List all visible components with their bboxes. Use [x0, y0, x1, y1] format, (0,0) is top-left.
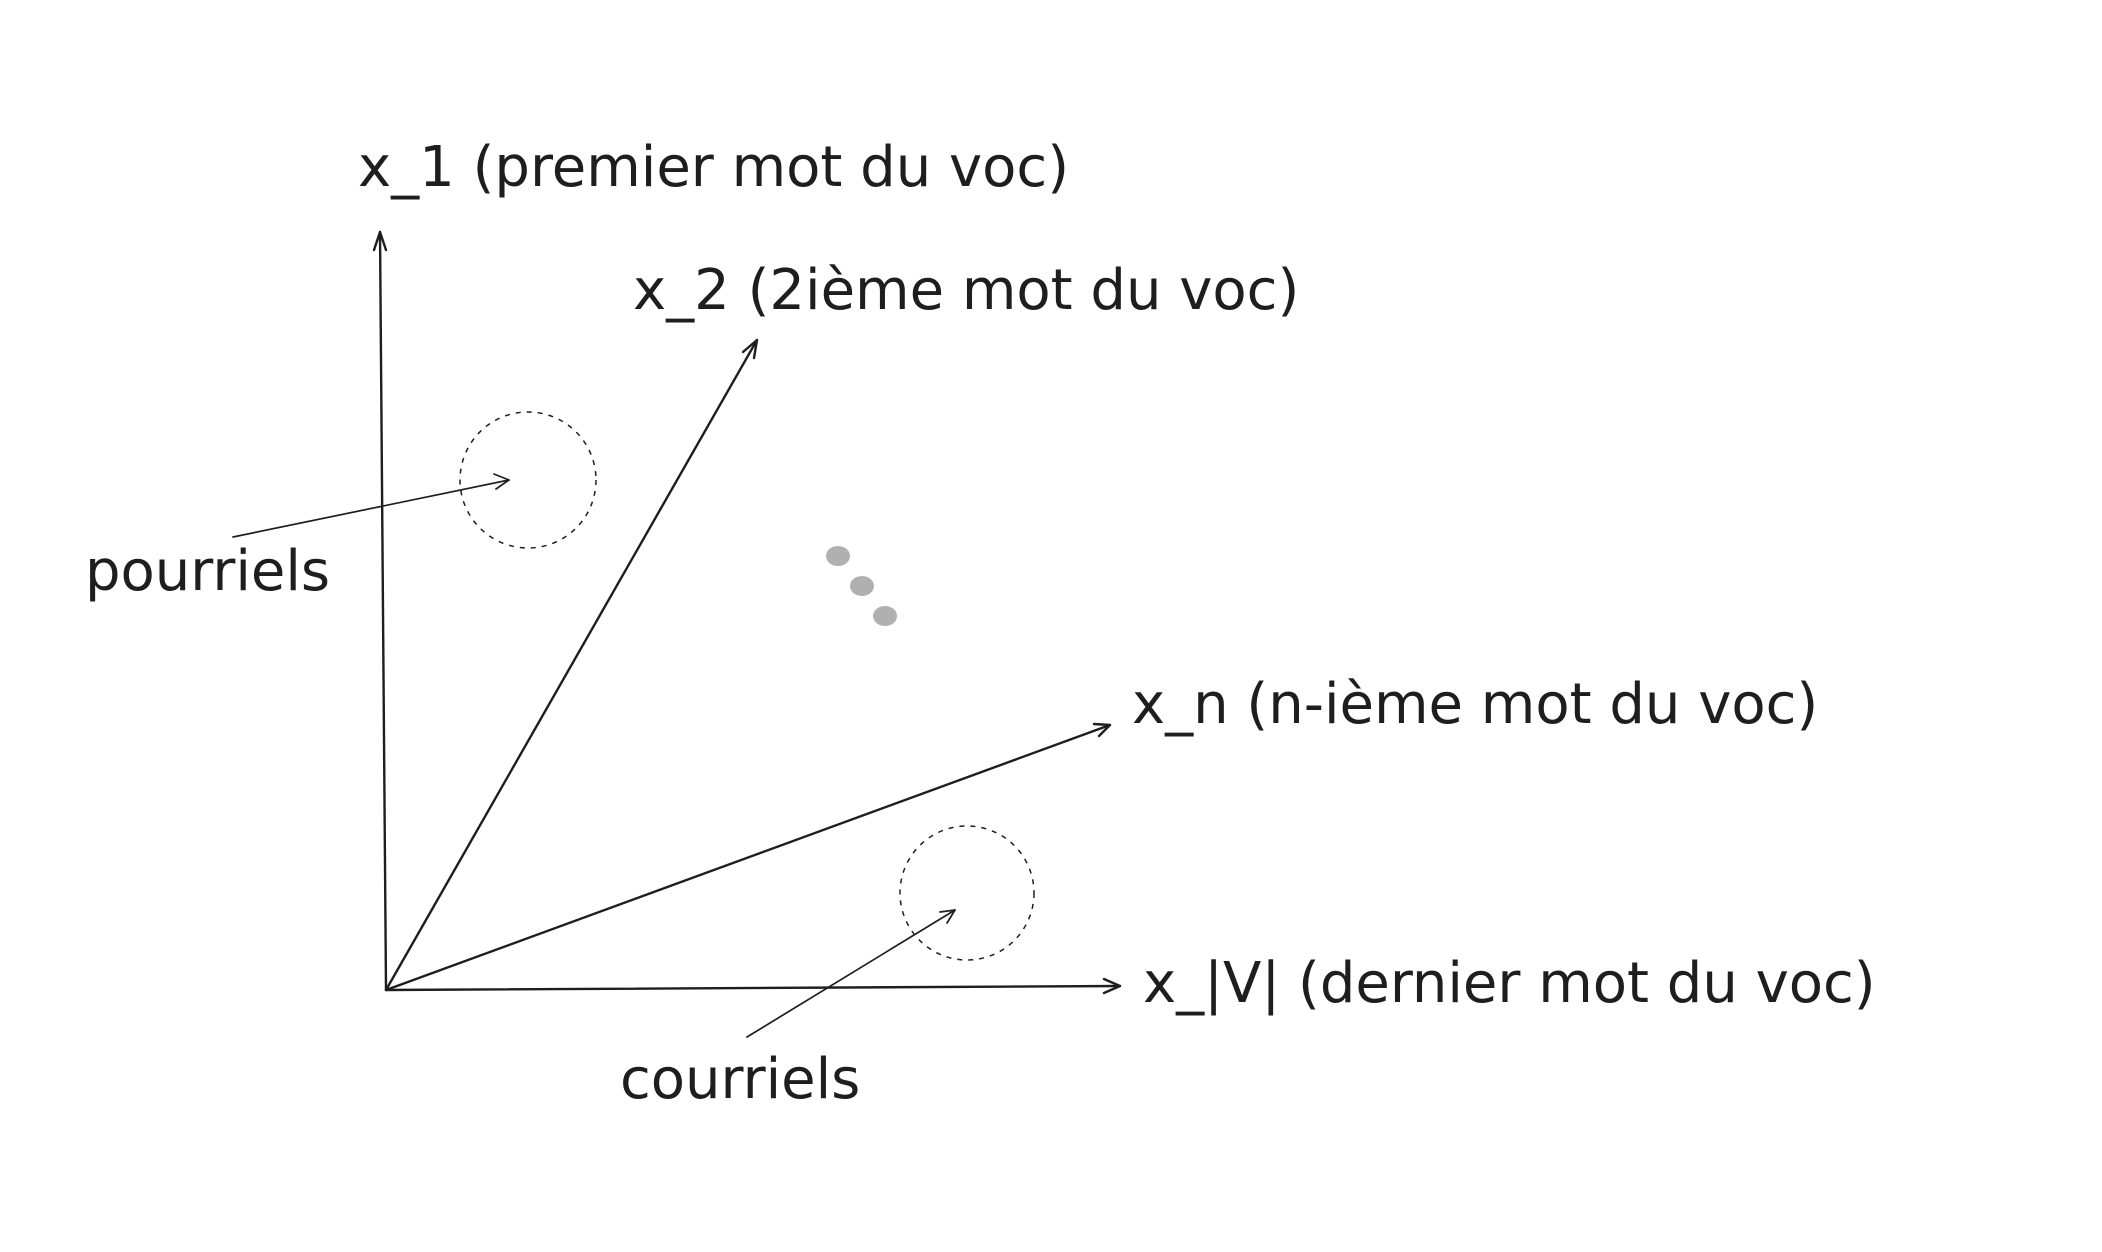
ellipsis-dot	[850, 576, 874, 596]
axis-xv-arrowhead	[1102, 977, 1122, 995]
ham-pointer-arrow	[746, 909, 956, 1038]
ellipsis-dot	[873, 606, 897, 626]
axis-xv-label: x_|V| (dernier mot du voc)	[1143, 951, 1876, 1016]
axis-x1-label: x_1 (premier mot du voc)	[358, 135, 1069, 200]
axis-xn-arrowhead	[1092, 722, 1112, 738]
axis-x1-line	[378, 230, 388, 992]
spam-label: pourriels	[85, 539, 330, 604]
axis-x2-line	[384, 338, 759, 992]
axis-xv-line	[384, 984, 1122, 992]
axis-x1-arrowhead	[372, 230, 388, 252]
ham-pointer-line	[746, 909, 956, 1038]
axis-xn-line	[384, 723, 1112, 992]
ham-label: courriels	[620, 1047, 860, 1112]
spam-pointer-arrowhead	[493, 473, 510, 490]
spam-pointer-line	[232, 479, 510, 538]
axis-x1	[372, 230, 388, 992]
axis-xn	[384, 722, 1112, 992]
axis-xn-label: x_n (n-ième mot du voc)	[1132, 672, 1818, 737]
axis-x2-arrowhead	[741, 338, 759, 360]
ellipsis-dot	[826, 546, 850, 566]
axis-xv	[384, 977, 1122, 995]
ellipsis-dots	[826, 546, 897, 626]
axis-x2	[384, 338, 759, 992]
axis-x2-label: x_2 (2ième mot du voc)	[633, 258, 1299, 323]
spam-cluster-circle	[459, 411, 597, 549]
ham-pointer-arrowhead	[939, 909, 956, 924]
ham-cluster-circle	[899, 825, 1035, 961]
spam-pointer-arrow	[232, 473, 510, 538]
